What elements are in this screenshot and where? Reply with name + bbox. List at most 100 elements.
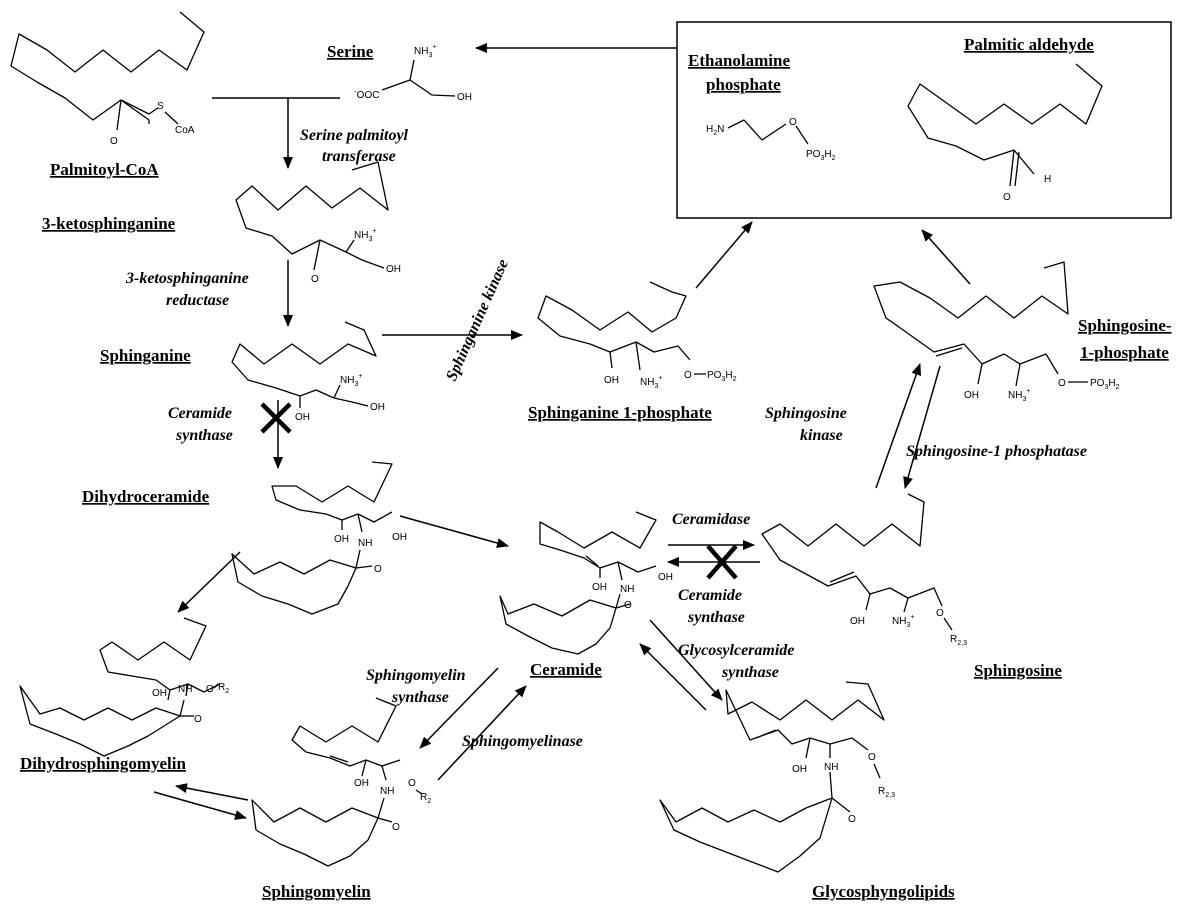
s1p-amine-charge: + (1026, 388, 1030, 395)
sphinganine-label: Sphinganine (100, 346, 191, 365)
cer-hydroxyl1: OH (592, 582, 607, 593)
enzyme-ksr-line2: reductase (166, 292, 229, 309)
s1p-oxygen: O (1058, 378, 1066, 389)
coa-label: CoA (175, 125, 195, 136)
gsl-r-sub: 2,3 (885, 792, 895, 799)
sphinganine-amine-charge: + (358, 373, 362, 380)
enzyme-ksr-line1: 3-ketosphinganine (125, 270, 249, 287)
svg-text:NH3+: NH3+ (1008, 388, 1030, 403)
ea-h-sub: 2 (713, 130, 717, 137)
enzyme-sms-line1: Sphingomyelin (366, 667, 466, 684)
block-mark-ceramide-synthase-2 (706, 544, 738, 580)
dihydroceramide-structure: OH NH OH O (231, 461, 407, 615)
gsl-hydroxyl: OH (792, 764, 807, 775)
enzyme-ceramidase: Ceramidase (672, 511, 750, 528)
s1p-dh-oxygen: O (684, 370, 692, 381)
keto-hydroxyl: OH (386, 264, 401, 275)
enzyme-spt-line2: transferase (322, 148, 396, 165)
enzyme-cers-line1: Ceramide (168, 405, 232, 422)
sphingosine-1-phosphate-structure: OH NH3+ O PO3H2 (873, 261, 1120, 403)
palmitoyl-coa-structure: O S CoA (10, 11, 205, 147)
block-mark-ceramide-synthase-1 (260, 402, 292, 434)
dhsm-carbonyl: O (194, 714, 202, 725)
aldehyde-hydrogen: H (1044, 174, 1051, 185)
serine-amine-sub: 3 (428, 52, 432, 59)
sphinganine-hydroxyl1: OH (295, 412, 310, 423)
enzyme-sphinganine-kinase: Sphinganine kinase (443, 257, 512, 384)
aldehyde-oxygen: O (1003, 192, 1011, 203)
arrow-dhsm-to-sm (153, 791, 247, 820)
sph-hydroxyl: OH (850, 616, 865, 627)
s1p-label-line2: 1-phosphate (1080, 343, 1169, 362)
s1p-dh-po-label: PO (707, 370, 722, 381)
enzyme-cers2-line1: Ceramide (678, 587, 742, 604)
dhsm-hydroxyl: OH (152, 688, 167, 699)
sphinganine-amine-sub: 3 (354, 381, 358, 388)
s1p-dh-amine-label: NH (640, 377, 654, 388)
serine-structure: -OOC NH3+ OH (354, 44, 472, 103)
sph-r-label: R (950, 634, 957, 645)
glycosphingolipids-label: Glycosphyngolipids (812, 882, 955, 901)
s1p-dh-amine-sub: 3 (654, 383, 658, 390)
sm-r-sub: 2 (427, 798, 431, 805)
sph-oxygen: O (936, 608, 944, 619)
serine-amine-label: NH (414, 46, 428, 57)
sph-amine-sub: 3 (906, 622, 910, 629)
s1p-po-label: PO (1090, 378, 1105, 389)
sphinganine-amine-label: NH (340, 375, 354, 386)
enzyme-spt-line1: Serine palmitoyl (300, 127, 409, 144)
enzyme-sphk-line1: Sphingosine (765, 405, 847, 422)
ea-po-sub2: 2 (832, 155, 836, 162)
s1p-po-sub1: 3 (1104, 384, 1108, 391)
enzyme-gcs-line1: Glycosylceramide (678, 642, 794, 659)
ea-po-label: PO (806, 149, 821, 160)
s1p-dh-po-sub1: 3 (721, 376, 725, 383)
cer-nh: NH (620, 584, 634, 595)
dhsm-r-label: R (218, 682, 225, 693)
sphingomyelin-label: Sphingomyelin (262, 882, 371, 901)
dhcer-nh: NH (358, 538, 372, 549)
arrow-sphingomyelinase (437, 685, 527, 781)
arrow-sphingosine-kinase (875, 363, 922, 489)
arrow-s1p-phosphatase (903, 365, 941, 489)
sphinganine-structure: OH NH3+ OH (231, 321, 385, 423)
cer-carbonyl: O (624, 600, 632, 611)
enzyme-cers2-line2: synthase (687, 609, 745, 626)
gsl-nh: NH (824, 762, 838, 773)
carboxylate-charge: - (354, 87, 357, 96)
svg-text:R2,3: R2,3 (878, 786, 895, 799)
arrow-sm-to-dhsm (175, 783, 249, 801)
serine-hydroxyl: OH (457, 92, 472, 103)
sulfur-atom: S (157, 101, 164, 112)
sphinganine-hydroxyl2: OH (370, 402, 385, 413)
dihydrosphingomyelin-structure: OH NH O R2 O (19, 617, 229, 757)
ethanolamine-label-line2: phosphate (706, 75, 781, 94)
sphinganine-1-phosphate-label: Sphinganine 1-phosphate (528, 403, 712, 422)
sphinganine-1-phosphate-structure: OH NH3+ O PO3H2 (537, 281, 737, 390)
enzyme-gcs-line2: synthase (721, 664, 779, 681)
sm-r-label: R (420, 792, 427, 803)
s1p-dh-po-sub2: 2 (733, 376, 737, 383)
serine-label: Serine (327, 42, 374, 61)
svg-text:R2: R2 (420, 792, 431, 805)
svg-text:-OOC: -OOC (354, 87, 379, 101)
carboxylate-label: OOC (357, 90, 380, 101)
gsl-r-label: R (878, 786, 885, 797)
keto-amine-charge: + (372, 228, 376, 235)
dhsm-oxygen: O (206, 684, 214, 695)
svg-text:PO3H2: PO3H2 (806, 149, 836, 162)
ceramide-structure: OH NH OH O (499, 511, 673, 655)
keto-amine-sub: 3 (368, 236, 372, 243)
glycosphingolipid-structure: OH NH O R2,3 O (659, 681, 895, 873)
palmitic-aldehyde-label: Palmitic aldehyde (964, 35, 1094, 54)
s1p-amine-sub: 3 (1022, 396, 1026, 403)
ea-po-sub1: 3 (820, 155, 824, 162)
arrow-dihydroceramide-to-dihydrosm (177, 551, 241, 613)
svg-text:PO3H2: PO3H2 (1090, 378, 1120, 391)
ceramide-label: Ceramide (530, 660, 602, 679)
ea-n-label: N (717, 124, 724, 135)
sm-oxygen: O (408, 778, 416, 789)
dhcer-carbonyl: O (374, 564, 382, 575)
enzyme-s1pp: Sphingosine-1 phosphatase (906, 443, 1087, 460)
